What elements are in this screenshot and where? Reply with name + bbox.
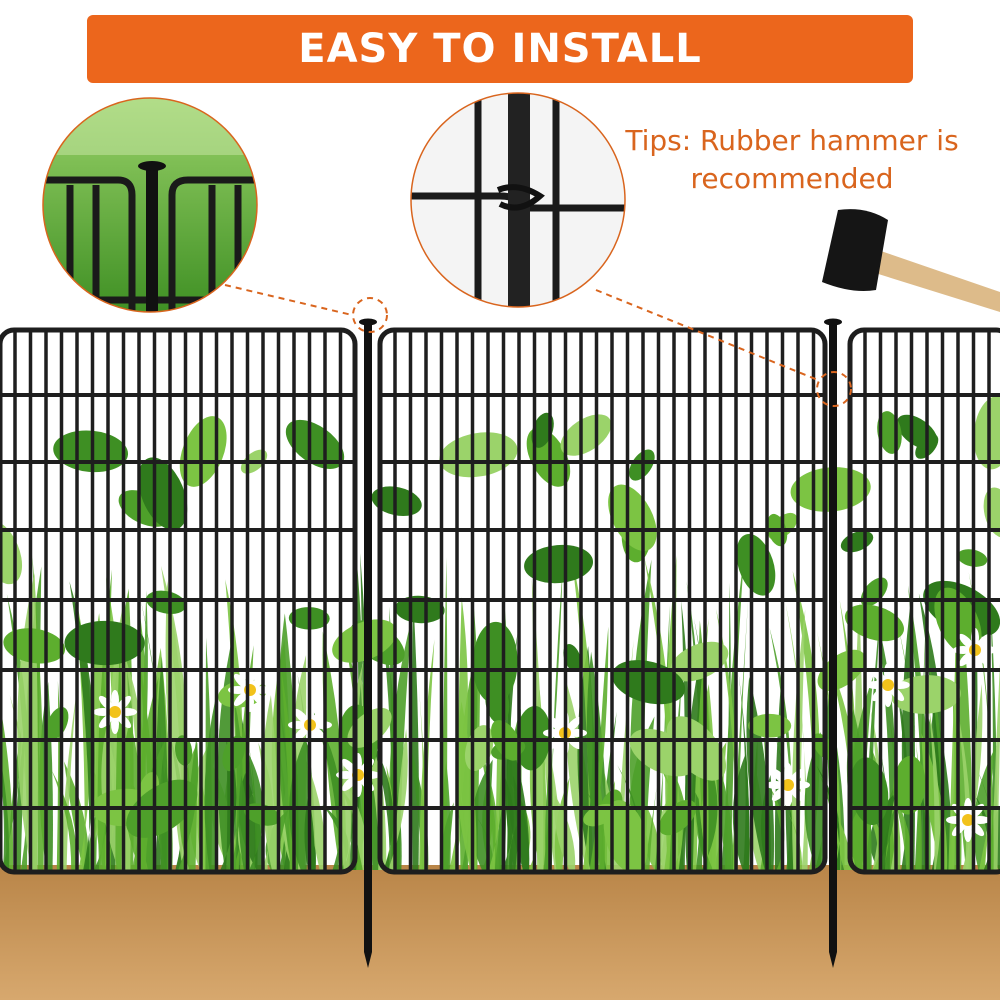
title-banner: EASY TO INSTALL — [87, 15, 913, 83]
tips-line-2: recommended — [690, 162, 894, 195]
rubber-hammer-icon — [822, 209, 1000, 312]
callout-lines — [224, 284, 852, 407]
soil-ground — [0, 865, 1000, 1000]
tips-line-1: Tips: Rubber hammer is — [625, 124, 959, 157]
banner-title: EASY TO INSTALL — [298, 26, 702, 72]
stake-detail-circle — [42, 97, 258, 313]
clip-detail-circle — [410, 92, 626, 308]
fence-panels — [0, 318, 1000, 968]
tips-text: Tips: Rubber hammer is recommended — [612, 122, 972, 198]
